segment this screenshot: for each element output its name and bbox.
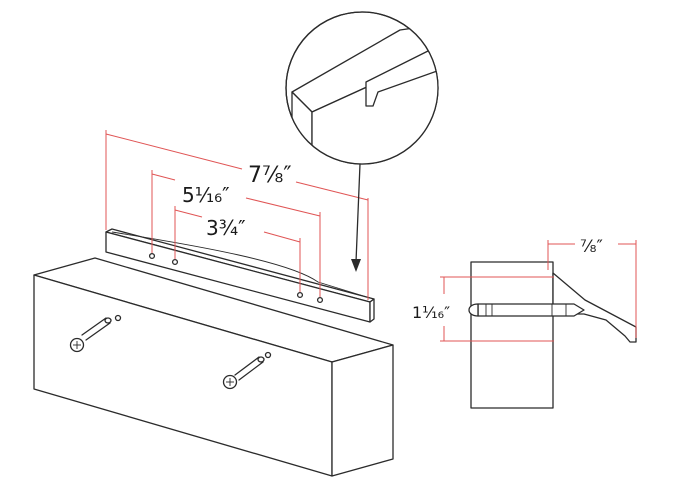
handle-hole <box>296 291 304 299</box>
handle-end-face <box>369 298 375 323</box>
height-label: 1¹⁄₁₆″ <box>412 303 450 322</box>
profile-panel <box>470 261 554 409</box>
outer-hole-spacing-label: 5¹⁄₁₆″ <box>182 183 230 207</box>
leader-arrow <box>351 259 361 272</box>
dimension-lines-main <box>105 130 369 300</box>
projection-label: ⁷⁄₈″ <box>580 237 603 257</box>
leader-line <box>355 163 361 263</box>
inner-hole-spacing-label: 3¾″ <box>206 216 246 240</box>
cabinet-panel <box>33 257 394 477</box>
mounting-screw-right <box>222 351 272 390</box>
handle-hole <box>316 296 324 304</box>
panel-side-face <box>331 344 394 477</box>
side-profile-view <box>440 240 637 409</box>
handle-lip <box>111 231 371 299</box>
handle-hole <box>148 252 156 260</box>
mounting-screw-left <box>69 314 122 353</box>
handle-hole <box>171 258 179 266</box>
overall-length-label: 7⅞″ <box>248 163 292 188</box>
profile-screw <box>477 303 585 317</box>
screw-hole <box>114 314 122 322</box>
profile-screw-head <box>468 303 479 317</box>
screw-hole <box>264 351 272 359</box>
detail-magnifier <box>285 11 439 272</box>
pull-handle <box>105 228 375 323</box>
